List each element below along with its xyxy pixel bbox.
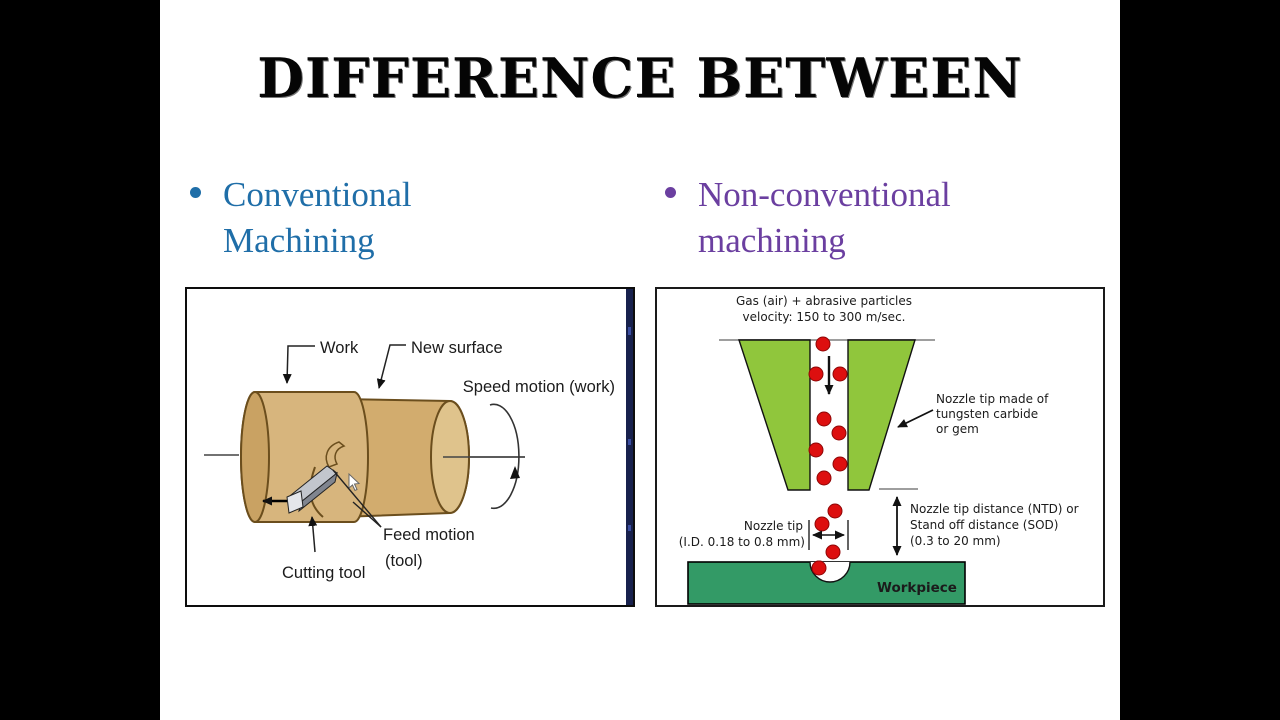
bullet-non-conventional: Non-conventional machining (665, 172, 951, 264)
cutting-tool-leader (308, 516, 318, 553)
conventional-line1: Conventional (223, 175, 412, 214)
workpiece-label: Workpiece (877, 580, 957, 596)
sod-label-line2: Stand off distance (SOD) (910, 518, 1058, 532)
feed-motion-label-line1: Feed motion (383, 526, 475, 544)
chip-curl (325, 441, 346, 468)
mouse-cursor-icon (348, 472, 361, 492)
nozzle-right-wall (847, 339, 916, 491)
sod-label-line3: (0.3 to 20 mm) (910, 534, 1001, 548)
work-leader (282, 345, 315, 384)
feed-motion-label-line2: (tool) (385, 552, 423, 570)
non-conventional-line2: machining (698, 221, 846, 260)
letterbox-right (1120, 0, 1280, 720)
slide: DIFFERENCE BETWEEN Conventional Machinin… (160, 0, 1120, 720)
rotation-arc (489, 403, 520, 510)
rotation-arrowhead (510, 466, 520, 479)
speed-motion-label: Speed motion (work) (463, 378, 615, 396)
turning-diagram: Work New surface Speed motion (work) Fee… (204, 289, 633, 605)
work-label: Work (320, 339, 359, 357)
cutting-tool-shape (286, 465, 338, 514)
new-surface-label: New surface (411, 339, 503, 357)
gas-label-line1: Gas (air) + abrasive particles (736, 294, 912, 308)
workpiece-cylinder-front (240, 391, 369, 523)
nozzle-material-arrow (897, 409, 934, 428)
sod-label-line1: Nozzle tip distance (NTD) or (910, 502, 1079, 516)
bullet-dot (665, 187, 676, 198)
nozzle-left-wall (738, 339, 811, 491)
feed-motion-leader-2 (352, 501, 382, 528)
new-surface-leader (376, 344, 406, 389)
nozzle-tip-label-line2: (I.D. 0.18 to 0.8 mm) (679, 535, 805, 549)
non-conventional-line1: Non-conventional (698, 175, 951, 214)
nozzle-material-line1: Nozzle tip made of (936, 392, 1049, 406)
scan-artifact-strip (626, 289, 633, 605)
letterbox-left (0, 0, 160, 720)
conventional-line2: Machining (223, 221, 375, 260)
non-conventional-machining-figure: Gas (air) + abrasive particles velocity:… (655, 287, 1105, 607)
conventional-machining-figure: Work New surface Speed motion (work) Fee… (185, 287, 635, 607)
nozzle-tip-label-line1: Nozzle tip (744, 519, 803, 533)
gas-label-line2: velocity: 150 to 300 m/sec. (743, 310, 906, 324)
slide-title: DIFFERENCE BETWEEN (257, 46, 1023, 110)
bullet-conventional: Conventional Machining (190, 172, 412, 264)
nozzle-material-line3: or gem (936, 422, 979, 436)
abrasive-jet-diagram: Gas (air) + abrasive particles velocity:… (679, 294, 1079, 605)
cutting-tool-label: Cutting tool (282, 564, 365, 582)
feed-motion-leader-1 (332, 469, 382, 528)
nozzle-material-line2: tungsten carbide (936, 407, 1038, 421)
cylinder-front-face (240, 391, 270, 523)
bullet-dot (190, 187, 201, 198)
